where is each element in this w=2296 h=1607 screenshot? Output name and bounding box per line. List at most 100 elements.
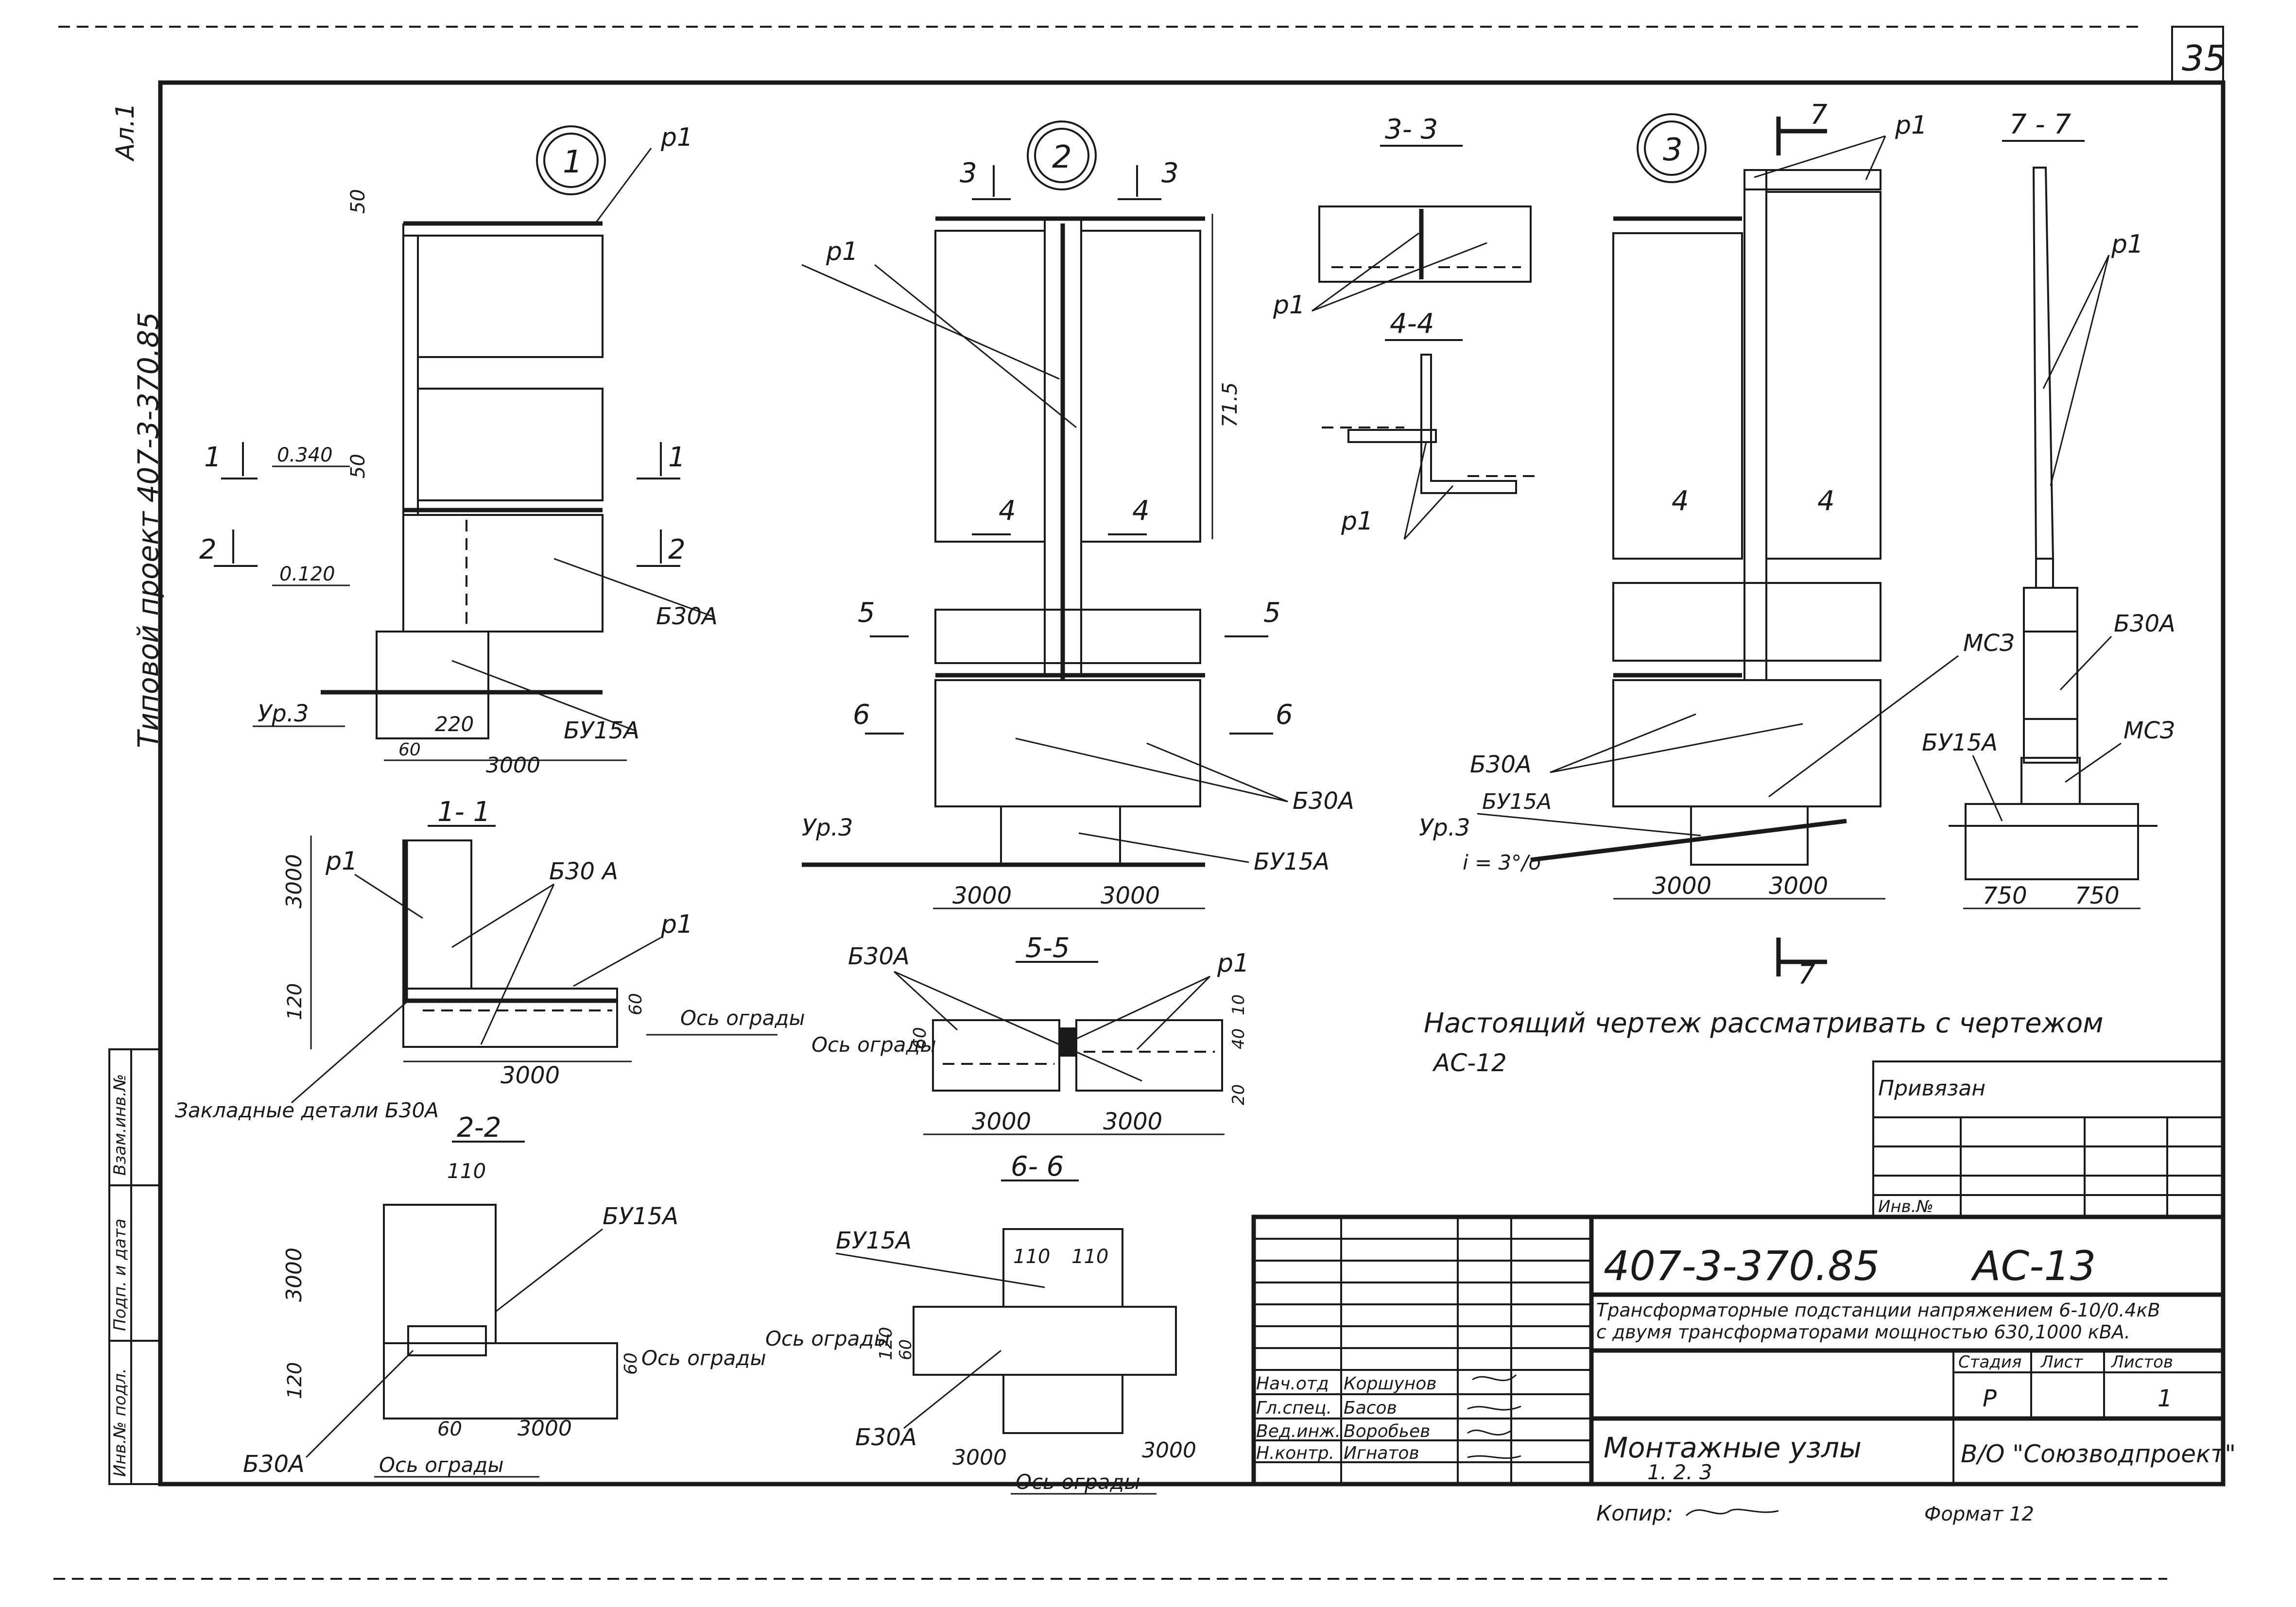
sheet-header: Лист — [2040, 1352, 2083, 1372]
svg-text:4: 4 — [1672, 485, 1689, 517]
svg-text:7: 7 — [1798, 959, 1815, 991]
svg-text:р1: р1 — [660, 910, 693, 939]
node-3-level: Ур.3 — [1419, 814, 1470, 841]
svg-text:3000: 3000 — [1142, 1438, 1196, 1463]
svg-text:4: 4 — [1132, 495, 1150, 527]
section-1-1-title: 1- 1 — [437, 796, 490, 828]
stage-header: Стадия — [1958, 1352, 2021, 1372]
svg-text:110: 110 — [1013, 1246, 1050, 1268]
svg-text:50: 50 — [347, 454, 369, 479]
svg-text:Ось ограды: Ось ограды — [765, 1327, 890, 1351]
node-1-bu15a-block — [376, 631, 489, 739]
node-2-b30a-block — [934, 679, 1201, 807]
svg-text:3000: 3000 — [1101, 882, 1160, 909]
node-2-marker: 2 — [1052, 139, 1072, 175]
side-stamp-inv: Инв.№ подл. — [110, 1368, 130, 1477]
svg-text:120: 120 — [284, 983, 306, 1020]
svg-text:Коршунов: Коршунов — [1344, 1374, 1436, 1394]
svg-text:Ось ограды: Ось ограды — [811, 1033, 936, 1057]
svg-text:60: 60 — [437, 1418, 462, 1440]
organization: В/О "Союзводпроект" — [1961, 1440, 2236, 1468]
svg-text:4: 4 — [1817, 485, 1835, 517]
section-7-7-title: 7 - 7 — [2009, 109, 2071, 140]
svg-text:3000: 3000 — [486, 753, 540, 778]
section-6-6-axis: Ось ограды — [1016, 1470, 1140, 1494]
svg-text:3000: 3000 — [952, 882, 1012, 909]
section-3-3-p1: р1 — [1273, 291, 1305, 320]
copy-label: Копир: — [1596, 1501, 1673, 1526]
svg-text:60: 60 — [398, 740, 421, 760]
sheet-number: 35 — [2182, 38, 2227, 79]
sheet-number-box — [2171, 26, 2224, 84]
svg-text:3000: 3000 — [952, 1445, 1007, 1470]
section-7-7-b30a: Б30А — [2114, 610, 2175, 637]
section-7-7-bu15a: БУ15А — [1922, 729, 1998, 756]
project-label: Типовой проект 407-3-370.85 — [132, 312, 165, 748]
section-4-4: 4-4 р1 — [1322, 308, 1540, 540]
section-7-7-p1: р1 — [2111, 230, 2143, 259]
section-3-3: 3- 3 р1 — [1273, 114, 1532, 320]
node-2: 2 3 3 р1 71.5 4 4 5 5 6 6 Б30А — [801, 120, 1354, 909]
svg-text:6: 6 — [853, 699, 870, 731]
node-3-p1: р1 — [1895, 111, 1927, 140]
section-5-5-b30a: Б30А — [848, 943, 910, 970]
svg-text:3000: 3000 — [972, 1108, 1031, 1135]
node-3-bu15a: БУ15А — [1482, 789, 1552, 814]
svg-text:р1: р1 — [325, 847, 358, 876]
node-2-b30a: Б30А — [1293, 787, 1354, 815]
node-1-marker: 1 — [563, 144, 583, 180]
note-line-1: Настоящий чертеж рассматривать с чертежо… — [1424, 1008, 2104, 1039]
section-1-1: 1- 1 р1 Б30 А р1 3000 120 60 Ось ограды … — [175, 796, 805, 1122]
svg-text:Гл.спец.: Гл.спец. — [1256, 1398, 1332, 1418]
svg-text:6: 6 — [1276, 699, 1293, 731]
svg-text:10: 10 — [1229, 994, 1248, 1015]
side-stamp-sign: Подп. и дата — [110, 1218, 130, 1331]
svg-text:110: 110 — [447, 1159, 486, 1183]
section-6-6-title: 6- 6 — [1011, 1151, 1064, 1182]
svg-text:3000: 3000 — [518, 1416, 572, 1441]
side-stamp: Инв.№ подл. Подп. и дата Взам.инв.№ — [108, 1048, 161, 1485]
svg-text:1: 1 — [204, 442, 222, 473]
section-4-4-title: 4-4 — [1390, 308, 1434, 340]
svg-text:3000: 3000 — [282, 854, 307, 908]
svg-text:2: 2 — [668, 534, 686, 565]
svg-text:110: 110 — [1071, 1246, 1108, 1268]
svg-text:1: 1 — [668, 442, 686, 473]
title-block: 407-3-370.85 АС-13 Трансформаторные подс… — [1251, 1214, 2236, 1487]
svg-text:50: 50 — [347, 189, 369, 214]
svg-text:7: 7 — [1810, 99, 1828, 131]
node-1-upper-panel — [417, 235, 604, 358]
node-3-left-panel — [1612, 232, 1743, 560]
svg-text:71.5: 71.5 — [1218, 382, 1242, 427]
svg-text:Игнатов: Игнатов — [1344, 1443, 1419, 1463]
svg-text:Н.контр.: Н.контр. — [1256, 1443, 1334, 1463]
node-2-bu15a: БУ15А — [1254, 848, 1329, 875]
node-3: 3 7 р1 4 4 МСЗ Б30А БУ15А Ур.3 i = 3°/o … — [1419, 99, 2015, 991]
description-line-2: с двумя трансформаторами мощностью 630,1… — [1596, 1321, 2130, 1343]
svg-text:60: 60 — [626, 993, 646, 1015]
section-1-1-axis: Ось ограды — [680, 1006, 805, 1030]
section-6-6: 6- 6 БУ15А 110 110 Ось ограды 120 60 Б30… — [765, 1151, 1196, 1495]
node-2-bu15a-block — [1000, 805, 1121, 866]
node-1-level: Ур.3 — [258, 700, 309, 727]
svg-text:5: 5 — [858, 597, 875, 629]
node-1: 1 р1 50 50 0.340 0.120 1 2 1 2 Б30А БУ15… — [199, 123, 718, 778]
section-2-2-b30a: Б30А — [243, 1451, 305, 1478]
svg-text:3: 3 — [960, 157, 977, 189]
signatures — [1467, 1374, 1521, 1459]
svg-text:60: 60 — [621, 1352, 641, 1375]
node-3-marker: 3 — [1663, 132, 1683, 168]
node-1-lower-panel — [417, 388, 604, 501]
node-3-b30a: Б30А — [1470, 751, 1532, 778]
svg-text:4: 4 — [999, 495, 1016, 527]
svg-text:2: 2 — [199, 534, 217, 565]
svg-text:Басов: Басов — [1344, 1398, 1397, 1418]
note-line-2: АС-12 — [1432, 1049, 1507, 1077]
node-2-level: Ур.3 — [802, 814, 853, 841]
album-label: Ал.1 — [111, 103, 140, 162]
node-3-bu15a-block — [1690, 805, 1809, 866]
attached-box: Привязан Инв.№ — [1872, 1060, 2224, 1218]
section-2-2: 2-2 110 БУ15А 3000 120 60 Ось ограды 60 … — [243, 1112, 766, 1478]
section-2-2-title: 2-2 — [457, 1112, 501, 1144]
